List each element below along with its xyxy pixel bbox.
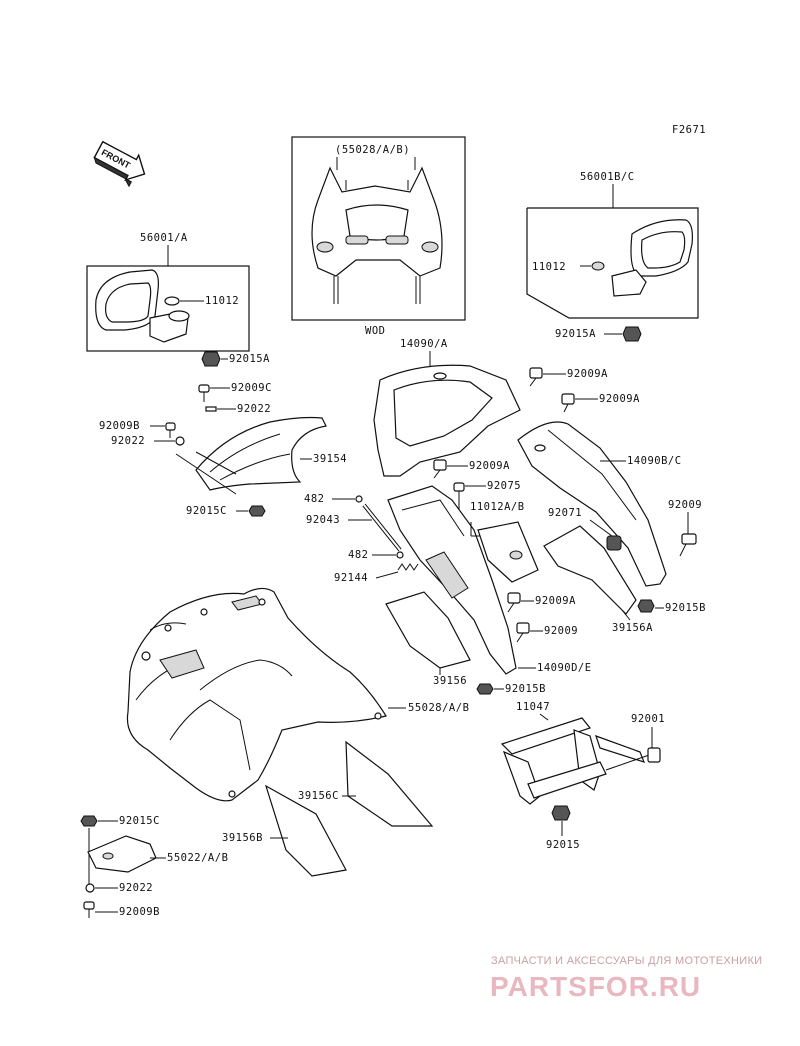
bolt-92009c <box>198 384 210 402</box>
pad-11012ab <box>477 521 539 583</box>
label-bolt-92009-right: 92009 <box>668 499 702 511</box>
bolt-92009-low <box>516 622 530 643</box>
label-nut-15c-low: 92015C <box>119 815 160 827</box>
mirror-left-part <box>95 269 190 343</box>
nut-92015a-left <box>201 351 221 367</box>
pad-39156a-part <box>543 525 637 615</box>
label-pad-39156c: 39156C <box>298 790 339 802</box>
label-side-cover-right: 14090B/C <box>627 455 682 467</box>
grommet-left <box>164 296 180 306</box>
bolt-92009a-right <box>561 393 575 413</box>
label-pin-482-low: 482 <box>348 549 368 561</box>
washer-92022-left <box>175 436 185 446</box>
label-pad-39156b: 39156B <box>222 832 263 844</box>
front-arrow-icon: FRONT <box>93 140 146 188</box>
washer-92022-low <box>85 883 95 893</box>
label-mirror-right-nut: 92015A <box>555 328 596 340</box>
mirror-left-box <box>86 265 250 352</box>
label-pin-482-top: 482 <box>304 493 324 505</box>
nut-92015c-top <box>248 505 266 517</box>
nut-92015b-right <box>637 599 655 613</box>
grommet-92071 <box>606 535 622 551</box>
windshield-part <box>195 416 327 491</box>
label-spring-92144: 92144 <box>334 572 368 584</box>
nut-92015c-low <box>80 815 98 827</box>
bolt-92009a-low <box>507 592 521 613</box>
label-bolt-92009-low: 92009 <box>544 625 578 637</box>
label-upper-cowl-box: (55028/A/B) <box>335 144 410 156</box>
spring-92144 <box>397 563 419 571</box>
label-pad-11012ab: 11012A/B <box>470 501 525 513</box>
label-nut-15c: 92015C <box>186 505 227 517</box>
label-bolt-9b-left: 92009B <box>99 420 140 432</box>
pin-482-low <box>396 551 404 559</box>
bracket-11047-part <box>500 717 646 805</box>
label-washer-low: 92022 <box>119 882 153 894</box>
diagram-code: F2671 <box>672 124 706 136</box>
label-pad-39156a: 39156A <box>612 622 653 634</box>
upper-cowl-front-view <box>311 166 443 304</box>
label-collar-2022-top: 92022 <box>237 403 271 415</box>
label-mirror-right-grommet: 11012 <box>532 261 566 273</box>
label-washer-left: 92022 <box>111 435 145 447</box>
cover-55022-part <box>87 835 157 873</box>
collar-92022-top <box>205 406 217 412</box>
cover-de-part <box>387 485 517 675</box>
label-nut-15b-right: 92015B <box>665 602 706 614</box>
label-inner-cover: 14090/A <box>400 338 448 350</box>
pad-39156b-part <box>264 784 347 877</box>
bolt-92009a-mid <box>433 459 447 479</box>
label-clip-2075: 92075 <box>487 480 521 492</box>
bolt-92009b-left <box>165 422 176 438</box>
label-rod-92043: 92043 <box>306 514 340 526</box>
label-mirror-left-grommet: 11012 <box>205 295 239 307</box>
label-pad-39156: 39156 <box>433 675 467 687</box>
nut-92015b-low <box>476 683 494 695</box>
label-mirror-right: 56001B/C <box>580 171 635 183</box>
mirror-right-box <box>526 207 699 319</box>
watermark-brand: PARTSFOR.RU <box>490 971 701 1002</box>
label-nut-92015: 92015 <box>546 839 580 851</box>
pad-39156c-part <box>345 740 434 827</box>
nut-92015 <box>551 805 571 821</box>
label-cover-de: 14090D/E <box>537 662 592 674</box>
label-mirror-left-nut: 92015A <box>229 353 270 365</box>
label-grommet-92071: 92071 <box>548 507 582 519</box>
pad-39156-part <box>385 591 471 669</box>
nut-92015a-right <box>622 326 642 342</box>
bolt-92009a-top <box>529 367 543 387</box>
label-bolt-9a-top: 92009A <box>567 368 608 380</box>
label-cover-55022: 55022/A/B <box>167 852 228 864</box>
label-main-cowl: 55028/A/B <box>408 702 469 714</box>
label-bracket-11047: 11047 <box>516 701 550 713</box>
bolt-92009-right <box>679 533 697 557</box>
label-bolt-9b-low: 92009B <box>119 906 160 918</box>
label-bolt-9c: 92009C <box>231 382 272 394</box>
inner-cover-part <box>373 364 521 477</box>
upper-cowl-box <box>291 136 466 321</box>
label-wod: WOD <box>365 325 385 337</box>
mirror-right-part <box>611 219 693 297</box>
label-windshield: 39154 <box>313 453 347 465</box>
watermark-tagline: ЗАПЧАСТИ И АКСЕССУАРЫ ДЛЯ МОТОТЕХНИКИ <box>491 955 762 967</box>
label-mirror-left: 56001/A <box>140 232 188 244</box>
label-nut-15b-low: 92015B <box>505 683 546 695</box>
bolt-92001 <box>605 747 661 771</box>
label-bolt-92001: 92001 <box>631 713 665 725</box>
label-bolt-9a-mid: 92009A <box>469 460 510 472</box>
label-bolt-9a-right: 92009A <box>599 393 640 405</box>
label-bolt-9a-low: 92009A <box>535 595 576 607</box>
grommet-right <box>591 261 605 271</box>
main-cowl-part <box>126 587 387 802</box>
pin-482-top <box>355 495 363 503</box>
bolt-92009b-low <box>83 901 95 918</box>
